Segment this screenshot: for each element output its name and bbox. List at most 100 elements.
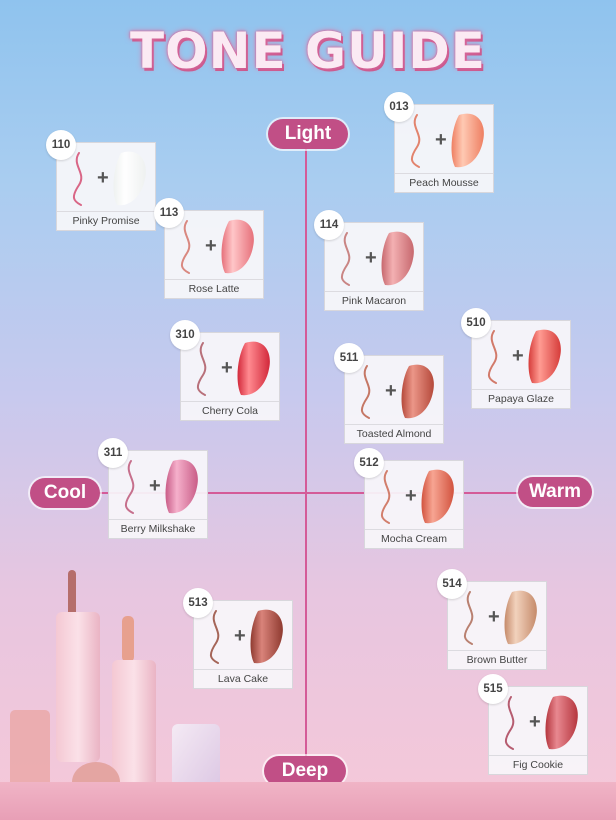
shade-code-badge: 511	[334, 343, 364, 373]
plus-icon: +	[365, 247, 377, 269]
shade-card: + Pinky Promise	[56, 142, 156, 231]
shade-code-badge: 114	[314, 210, 344, 240]
shade-code-badge: 110	[46, 130, 76, 160]
lip-line-stroke	[505, 696, 515, 750]
shade-code-badge: 113	[154, 198, 184, 228]
lip-line-stroke	[488, 330, 498, 384]
product-bottles-illustration	[10, 570, 220, 810]
shade-code-badge: 311	[98, 438, 128, 468]
shade-swatch-graphic	[73, 151, 146, 206]
shade-name: Papaya Glaze	[488, 393, 554, 405]
vertical-axis-line	[305, 134, 307, 770]
shade-card: + Lava Cake	[193, 600, 293, 689]
lip-line-stroke	[464, 591, 474, 645]
card-divider	[181, 401, 279, 402]
shade-name: Pinky Promise	[72, 215, 140, 227]
axis-label-deep: Deep	[264, 756, 346, 786]
shade-name: Toasted Almond	[356, 428, 432, 440]
gloss-swatch	[237, 341, 270, 396]
plus-icon: +	[529, 711, 541, 733]
shade-swatch-graphic	[341, 231, 414, 286]
gloss-swatch	[545, 695, 578, 750]
lip-line-stroke	[341, 232, 351, 286]
floor-surface	[0, 782, 616, 820]
gloss-swatch	[401, 364, 434, 419]
lip-line-stroke	[125, 460, 135, 514]
shade-name: Berry Milkshake	[120, 523, 196, 535]
plus-icon: +	[435, 129, 447, 151]
shade-name: Brown Butter	[466, 654, 528, 666]
shade-swatch-graphic	[210, 609, 283, 664]
plus-icon: +	[97, 167, 109, 189]
shade-card: + Peach Mousse	[394, 104, 494, 193]
plus-icon: +	[385, 380, 397, 402]
shade-card: + Pink Macaron	[324, 222, 424, 311]
gloss-swatch	[250, 609, 283, 664]
shade-code-badge: 512	[354, 448, 384, 478]
axis-label-warm: Warm	[518, 477, 592, 507]
axis-label-cool: Cool	[30, 478, 100, 508]
card-divider	[448, 650, 546, 651]
lip-line-stroke	[411, 114, 421, 168]
card-divider	[57, 211, 155, 212]
shade-swatch-graphic	[488, 329, 561, 384]
shade-name: Rose Latte	[188, 283, 240, 295]
card-divider	[194, 669, 292, 670]
gloss-swatch	[381, 231, 414, 286]
lip-line-stroke	[181, 220, 191, 274]
lip-line-stroke	[197, 342, 207, 396]
shade-card: + Toasted Almond	[344, 355, 444, 444]
shade-swatch-graphic	[181, 219, 254, 274]
card-divider	[165, 279, 263, 280]
plus-icon: +	[205, 235, 217, 257]
gloss-swatch	[165, 459, 198, 514]
plus-icon: +	[405, 485, 417, 507]
shade-swatch-graphic	[464, 590, 537, 645]
card-divider	[365, 529, 463, 530]
axis-label-light: Light	[268, 119, 348, 149]
gloss-swatch	[528, 329, 561, 384]
card-divider	[325, 291, 423, 292]
shade-swatch-graphic	[381, 469, 454, 524]
shade-name: Pink Macaron	[341, 295, 407, 307]
page-title: TONE GUIDE	[130, 22, 486, 80]
plus-icon: +	[488, 606, 500, 628]
shade-name: Lava Cake	[217, 673, 269, 685]
shade-name: Cherry Cola	[201, 405, 259, 417]
shade-swatch-graphic	[125, 459, 198, 514]
shade-card: + Berry Milkshake	[108, 450, 208, 539]
plus-icon: +	[512, 345, 524, 367]
shade-code-badge: 013	[384, 92, 414, 122]
lip-line-stroke	[73, 152, 83, 206]
shade-swatch-graphic	[197, 341, 270, 396]
shade-card: + Rose Latte	[164, 210, 264, 299]
shade-swatch-graphic	[505, 695, 578, 750]
plus-icon: +	[221, 357, 233, 379]
gloss-swatch	[221, 219, 254, 274]
shade-code-badge: 515	[478, 674, 508, 704]
shade-card: + Mocha Cream	[364, 460, 464, 549]
lip-line-stroke	[210, 610, 220, 664]
shade-name: Mocha Cream	[381, 533, 447, 545]
shade-code-badge: 510	[461, 308, 491, 338]
gloss-swatch	[504, 590, 537, 645]
horizontal-axis-line	[78, 492, 552, 494]
gloss-swatch	[421, 469, 454, 524]
shade-name: Peach Mousse	[409, 177, 479, 189]
gloss-swatch	[113, 151, 146, 206]
lip-line-stroke	[361, 365, 371, 419]
card-divider	[345, 424, 443, 425]
shade-card: + Brown Butter	[447, 581, 547, 670]
card-divider	[395, 173, 493, 174]
card-divider	[109, 519, 207, 520]
shade-card: + Cherry Cola	[180, 332, 280, 421]
shade-card: + Papaya Glaze	[471, 320, 571, 409]
lip-line-stroke	[381, 470, 391, 524]
shade-name: Fig Cookie	[512, 759, 564, 771]
plus-icon: +	[234, 625, 246, 647]
card-divider	[472, 389, 570, 390]
shade-swatch-graphic	[411, 113, 484, 168]
card-divider	[489, 755, 587, 756]
plus-icon: +	[149, 475, 161, 497]
gloss-swatch	[451, 113, 484, 168]
